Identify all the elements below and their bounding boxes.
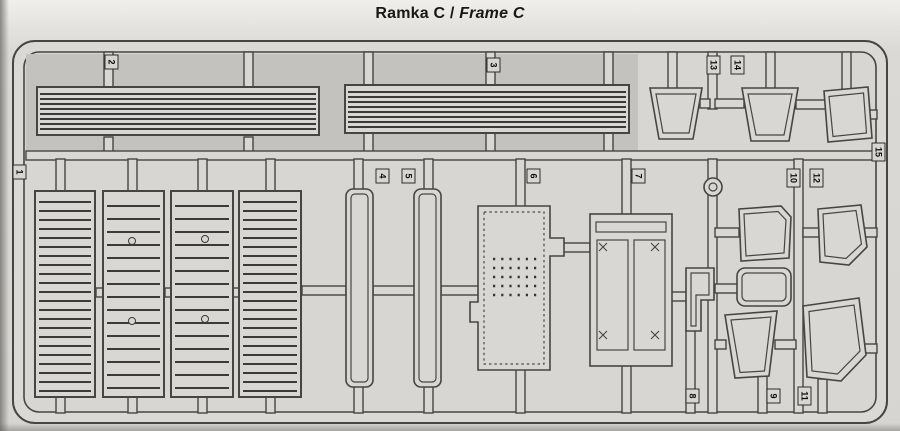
part-tag-10: 10 bbox=[786, 168, 801, 188]
part-tag-13: 13 bbox=[706, 55, 721, 75]
part-10-plate bbox=[738, 205, 792, 262]
part-tag-6: 6 bbox=[526, 168, 541, 184]
photo-edge-shadow-left bbox=[0, 0, 9, 431]
part-3-louver-panel bbox=[344, 84, 630, 134]
part-1-slat-panel-c bbox=[170, 190, 234, 398]
part-6-perforated-panel bbox=[469, 205, 565, 371]
part-1-slat-panel-b bbox=[102, 190, 165, 398]
part-tag-15: 15 bbox=[871, 142, 886, 162]
rivet-hole bbox=[128, 317, 136, 325]
title-frame: Frame C bbox=[459, 5, 525, 22]
runners bbox=[25, 51, 878, 414]
part-tag-11: 11 bbox=[797, 386, 812, 406]
part-tag-14: 14 bbox=[730, 55, 745, 75]
ring-part bbox=[703, 177, 723, 197]
part-7-frame-panel bbox=[589, 213, 673, 367]
part-4-plank bbox=[345, 188, 374, 388]
part-14-trapezoid bbox=[741, 87, 799, 142]
page-title: Ramka C / Frame C bbox=[0, 5, 900, 23]
part-tag-7: 7 bbox=[631, 168, 646, 184]
part-5-plank bbox=[413, 188, 442, 388]
part-11-plate bbox=[802, 297, 867, 382]
part-tag-9: 9 bbox=[766, 388, 781, 404]
part-tag-1: 1 bbox=[12, 164, 27, 180]
rivet-hole bbox=[201, 315, 209, 323]
part-tag-12: 12 bbox=[809, 168, 824, 188]
part-15-plate bbox=[823, 86, 873, 143]
part-8-step-bracket bbox=[685, 267, 715, 332]
photo-edge-shadow-bottom bbox=[0, 423, 900, 431]
rivet-hole bbox=[128, 237, 136, 245]
part-9-plate bbox=[724, 310, 778, 379]
part-tag-4: 4 bbox=[375, 168, 390, 184]
part-tag-8: 8 bbox=[685, 388, 700, 404]
part-1-slat-panel-d bbox=[238, 190, 302, 398]
small-rect-part bbox=[736, 267, 792, 307]
parts bbox=[345, 86, 873, 388]
title-ramka: Ramka C bbox=[375, 5, 446, 22]
part-2-louver-panel bbox=[36, 86, 320, 136]
title-separator: / bbox=[445, 5, 460, 22]
part-12-plate bbox=[817, 204, 868, 266]
rivet-hole bbox=[201, 235, 209, 243]
part-13-trapezoid bbox=[649, 87, 703, 140]
part-tag-5: 5 bbox=[401, 168, 416, 184]
part-1-slat-panel-a bbox=[34, 190, 96, 398]
part-tag-3: 3 bbox=[486, 57, 501, 73]
part-tag-2: 2 bbox=[104, 54, 119, 70]
